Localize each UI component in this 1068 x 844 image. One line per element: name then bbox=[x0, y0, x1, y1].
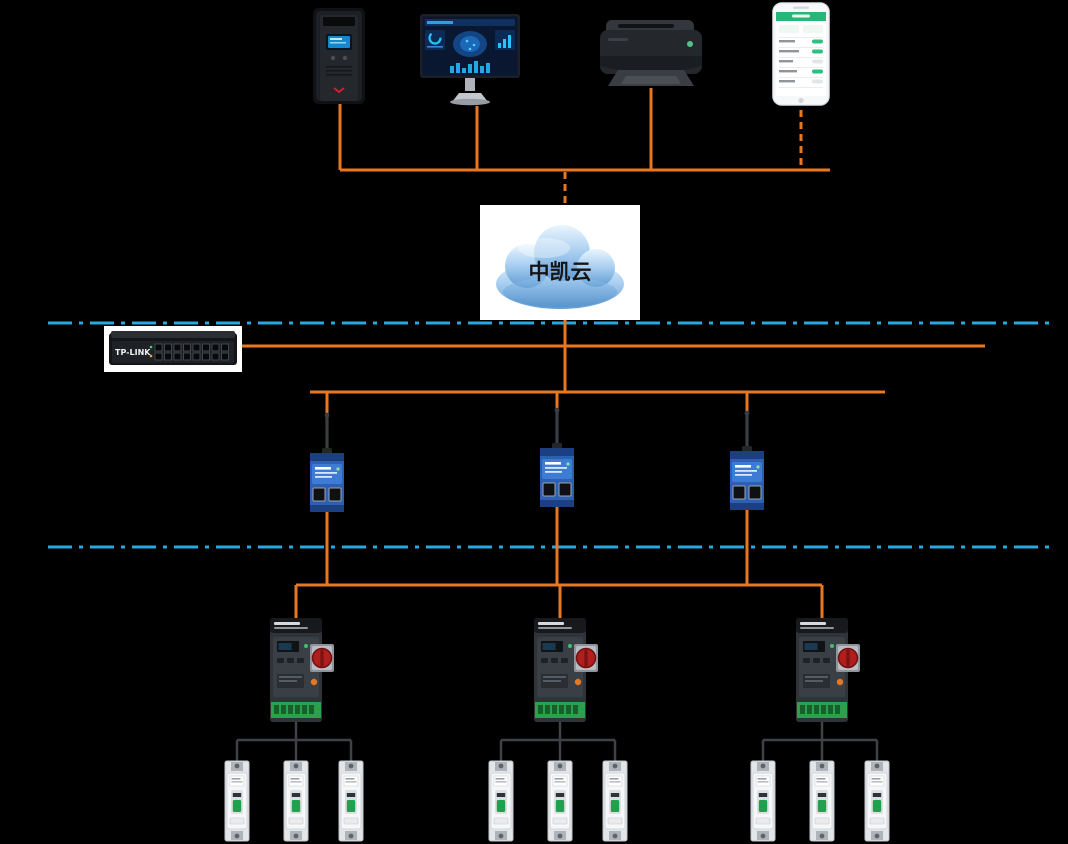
ups-vent bbox=[323, 17, 355, 26]
ups-button bbox=[342, 55, 348, 61]
breaker-branch-lines-1 bbox=[235, 722, 353, 761]
switch-ports bbox=[154, 343, 229, 361]
dashboard-bar-chart bbox=[498, 35, 511, 48]
cloud-label: 中凯云 bbox=[529, 260, 592, 284]
breaker-device-3-2 bbox=[809, 760, 835, 842]
printer-power-button bbox=[687, 41, 693, 47]
breaker-device-1-1 bbox=[224, 760, 250, 842]
connection-lines bbox=[48, 88, 1052, 761]
breaker-device-3-1 bbox=[750, 760, 776, 842]
printer-device bbox=[600, 20, 702, 86]
breaker-branch-lines-3 bbox=[761, 722, 879, 761]
switch-led bbox=[149, 354, 153, 358]
phone-home-button bbox=[798, 97, 804, 104]
dashboard-donut-chart bbox=[428, 31, 442, 45]
ups-button bbox=[330, 55, 336, 61]
monitor-stand-base bbox=[450, 98, 490, 106]
breaker-device-2-3 bbox=[602, 760, 628, 842]
monitor-device bbox=[420, 14, 520, 106]
dashboard-histogram bbox=[450, 61, 490, 73]
gateway-device-2 bbox=[539, 407, 575, 508]
switch-brand-label: TP-LINK bbox=[115, 348, 151, 357]
phone-speaker bbox=[793, 6, 809, 9]
cloud-icon bbox=[496, 225, 624, 309]
controller-device-1 bbox=[269, 618, 335, 722]
gateway-device-3 bbox=[729, 410, 765, 511]
gateway-device-1 bbox=[309, 412, 345, 513]
ups-brand-logo bbox=[333, 87, 345, 94]
breaker-device-2-1 bbox=[488, 760, 514, 842]
switch-led bbox=[149, 345, 153, 349]
printer-paper-slot bbox=[618, 24, 674, 28]
breaker-device-1-3 bbox=[338, 760, 364, 842]
app-device-list bbox=[779, 37, 823, 88]
controller-device-3 bbox=[795, 618, 861, 722]
cloud-node: 中凯云 bbox=[480, 205, 640, 320]
monitor-stand-neck bbox=[465, 78, 475, 91]
controller-device-2 bbox=[533, 618, 599, 722]
breaker-device-3-3 bbox=[864, 760, 890, 842]
dashboard-map bbox=[460, 36, 480, 52]
breaker-device-2-2 bbox=[547, 760, 573, 842]
ups-device bbox=[313, 8, 365, 104]
breaker-branch-lines-2 bbox=[499, 722, 617, 761]
network-switch-device: TP-LINK bbox=[104, 326, 242, 372]
breaker-device-1-2 bbox=[283, 760, 309, 842]
phone-device bbox=[772, 2, 830, 106]
